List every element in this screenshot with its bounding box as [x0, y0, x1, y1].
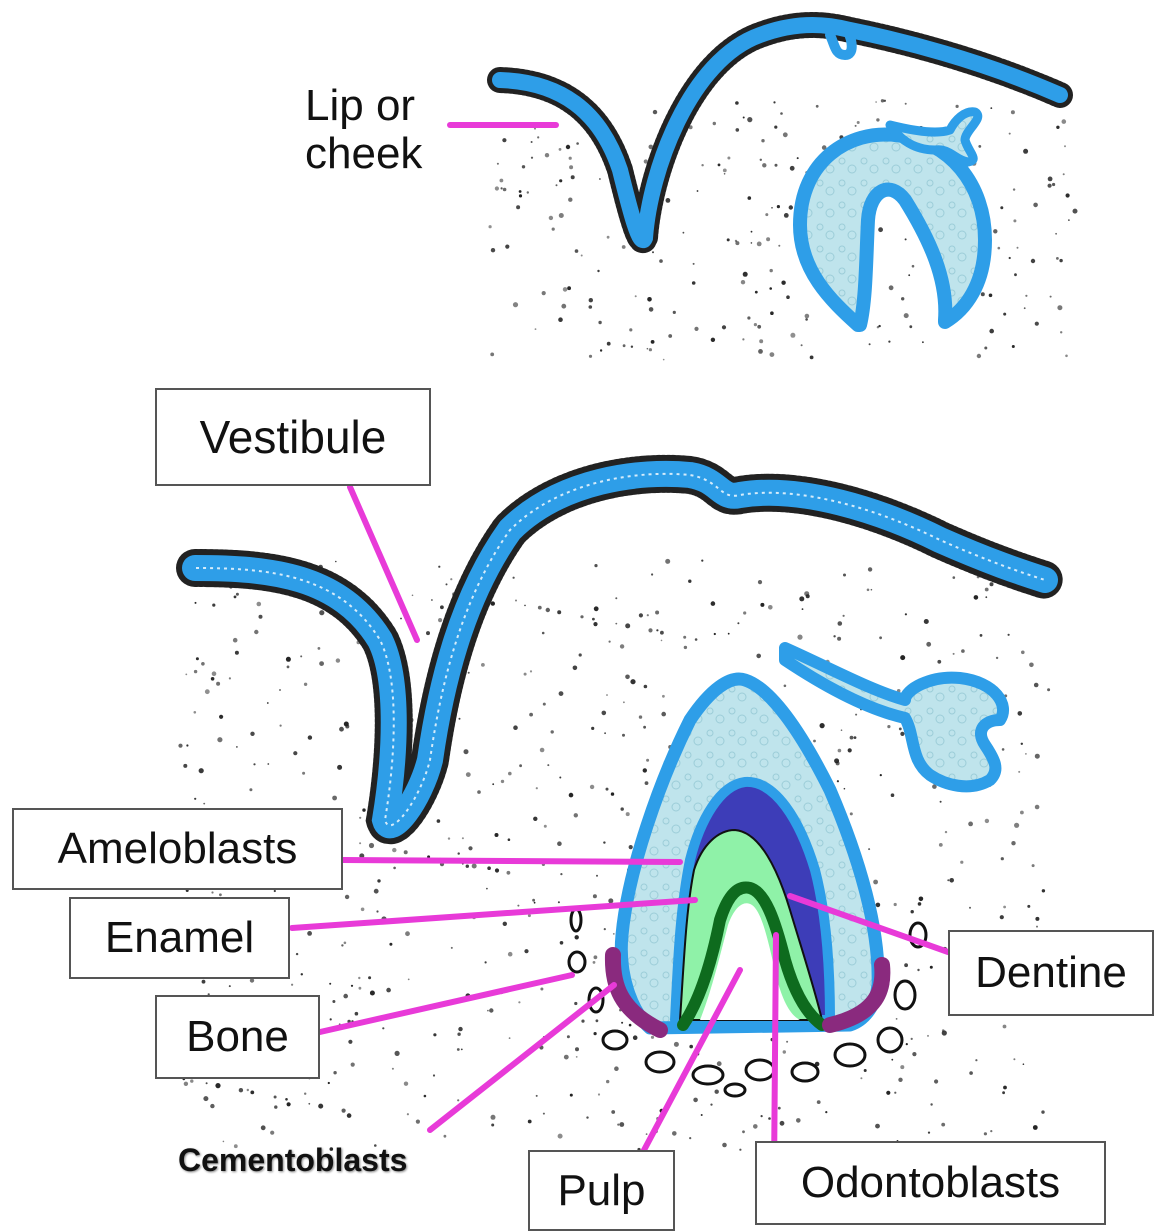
enamel-text: Enamel [105, 913, 254, 963]
odontoblasts-label: Odontoblasts [755, 1141, 1106, 1225]
cementoblasts-label: Cementoblasts [178, 1142, 407, 1179]
lip-or-cheek-line1: Lip or [305, 82, 422, 130]
leader-bone [320, 975, 572, 1032]
pulp-label: Pulp [528, 1150, 675, 1231]
lip-or-cheek-label: Lip or cheek [305, 82, 422, 179]
odontoblasts-text: Odontoblasts [801, 1158, 1060, 1208]
early-tooth-germ [800, 112, 985, 325]
vestibule-label: Vestibule [155, 388, 431, 486]
dentine-text: Dentine [975, 948, 1127, 998]
pulp-text: Pulp [557, 1166, 645, 1216]
late-stage-epithelium [195, 474, 1045, 825]
lip-or-cheek-line2: cheek [305, 130, 422, 178]
leader-odontoblasts [774, 935, 776, 1175]
leader-ameloblasts [343, 860, 680, 862]
bone-label: Bone [155, 995, 320, 1079]
leader-cementoblasts [430, 985, 614, 1130]
cementoblasts-text: Cementoblasts [178, 1142, 407, 1178]
enamel-label: Enamel [69, 897, 290, 979]
bone-text: Bone [186, 1012, 289, 1062]
ameloblasts-label: Ameloblasts [12, 808, 343, 890]
dentine-label: Dentine [948, 930, 1154, 1016]
vestibule-text: Vestibule [200, 410, 387, 464]
ameloblasts-text: Ameloblasts [58, 824, 298, 874]
